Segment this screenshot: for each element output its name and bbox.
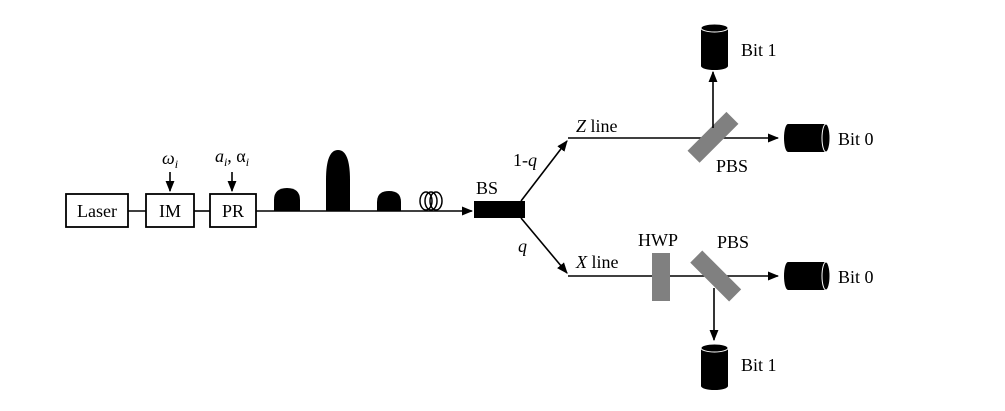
pr-box xyxy=(209,193,257,228)
lower-ratio-label: q xyxy=(518,236,527,256)
pulse-small-2 xyxy=(377,191,401,211)
detector-z-bit0-icon xyxy=(784,123,831,153)
detector-z-bit1-icon xyxy=(700,23,729,70)
laser-box xyxy=(65,193,129,228)
omega-subscript: i xyxy=(175,157,178,171)
detector-x-bit1-icon xyxy=(700,343,729,390)
hwp-label: HWP xyxy=(638,230,678,250)
z-line-label: Z line xyxy=(576,116,618,136)
omega-symbol: ω xyxy=(162,148,175,168)
upper-diagonal-beam xyxy=(520,140,568,202)
half-wave-plate xyxy=(652,253,670,301)
pbs-bottom-label: PBS xyxy=(717,232,749,252)
im-param-label: ωi xyxy=(162,148,178,171)
bs-label: BS xyxy=(476,178,498,198)
laser-label: Laser xyxy=(77,201,117,221)
z-bit1-label: Bit 1 xyxy=(741,40,777,60)
im-box xyxy=(145,193,195,228)
beam-splitter xyxy=(474,201,525,218)
x-line-label: X line xyxy=(575,252,619,272)
detector-x-bit0-icon xyxy=(784,261,831,291)
im-label: IM xyxy=(159,201,181,221)
lower-diagonal-beam xyxy=(520,217,568,274)
upper-ratio-prefix: 1-q xyxy=(513,150,537,170)
pbs-top xyxy=(687,111,739,163)
x-bit0-label: Bit 0 xyxy=(838,267,874,287)
x-bit1-label: Bit 1 xyxy=(741,355,777,375)
pulse-large xyxy=(326,150,350,211)
pr-param-label: ai, αi xyxy=(215,146,249,169)
pbs-bottom xyxy=(690,250,742,302)
fiber-coil-icon xyxy=(419,191,443,211)
pbs-top-label: PBS xyxy=(716,156,748,176)
z-bit0-label: Bit 0 xyxy=(838,129,874,149)
pr-label: PR xyxy=(222,201,244,221)
a-symbol: a xyxy=(215,146,224,166)
pulse-small-1 xyxy=(274,188,300,211)
